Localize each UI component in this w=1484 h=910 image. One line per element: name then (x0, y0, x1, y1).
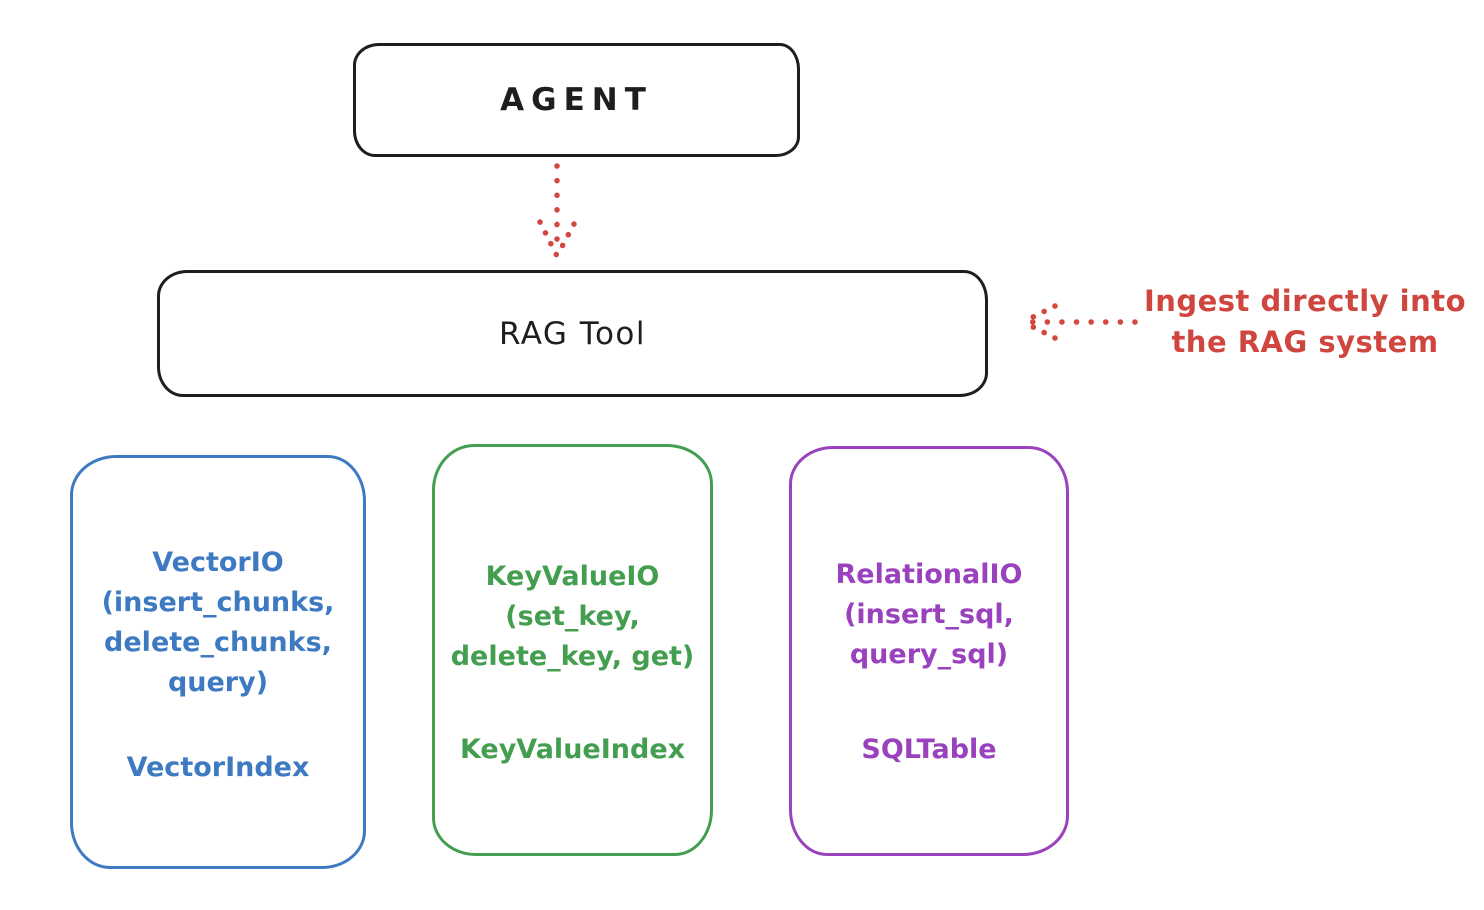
text-line: query_sql) (849, 639, 1009, 670)
annotation-line-2: the RAG system (1171, 325, 1439, 359)
keyvalueio-index-label: KeyValueIndex (459, 734, 686, 765)
keyvalueio-signature: KeyValueIO (set_key, delete_key, get) (435, 557, 710, 677)
text-line: KeyValueIO (485, 561, 660, 592)
text-line: (set_key, (505, 601, 640, 632)
vectorio-node[interactable]: VectorIO (insert_chunks, delete_chunks, … (70, 455, 366, 869)
arrow-head-bottom (1020, 319, 1058, 341)
relationalio-signature: RelationalIO (insert_sql, query_sql) (792, 555, 1066, 675)
text-line: (insert_chunks, (101, 587, 335, 618)
dotted-arrow-down-icon (537, 163, 577, 259)
annotation-line-1: Ingest directly into (1143, 284, 1467, 318)
rag-tool-label: RAG Tool (498, 315, 647, 352)
text-line: (insert_sql, (844, 599, 1014, 630)
text-line: delete_key, get) (450, 641, 695, 672)
vectorio-signature: VectorIO (insert_chunks, delete_chunks, … (73, 543, 363, 703)
agent-label: AGENT (500, 82, 653, 118)
text-line: RelationalIO (835, 559, 1023, 590)
dotted-arrow-left-icon (1020, 303, 1138, 341)
relationalio-node[interactable]: RelationalIO (insert_sql, query_sql) SQL… (789, 446, 1069, 856)
rag-tool-node[interactable]: RAG Tool (157, 270, 988, 397)
text-line: delete_chunks, (104, 627, 332, 658)
relationalio-index-label: SQLTable (861, 734, 997, 765)
vectorio-index-label: VectorIndex (126, 752, 310, 783)
keyvalueio-node[interactable]: KeyValueIO (set_key, delete_key, get) Ke… (432, 444, 713, 856)
ingest-annotation: Ingest directly into the RAG system (1138, 281, 1472, 363)
agent-node[interactable]: AGENT (353, 43, 800, 157)
text-line: VectorIO (152, 547, 284, 578)
arrow-head-top (1020, 303, 1058, 325)
text-line: query) (167, 667, 269, 698)
